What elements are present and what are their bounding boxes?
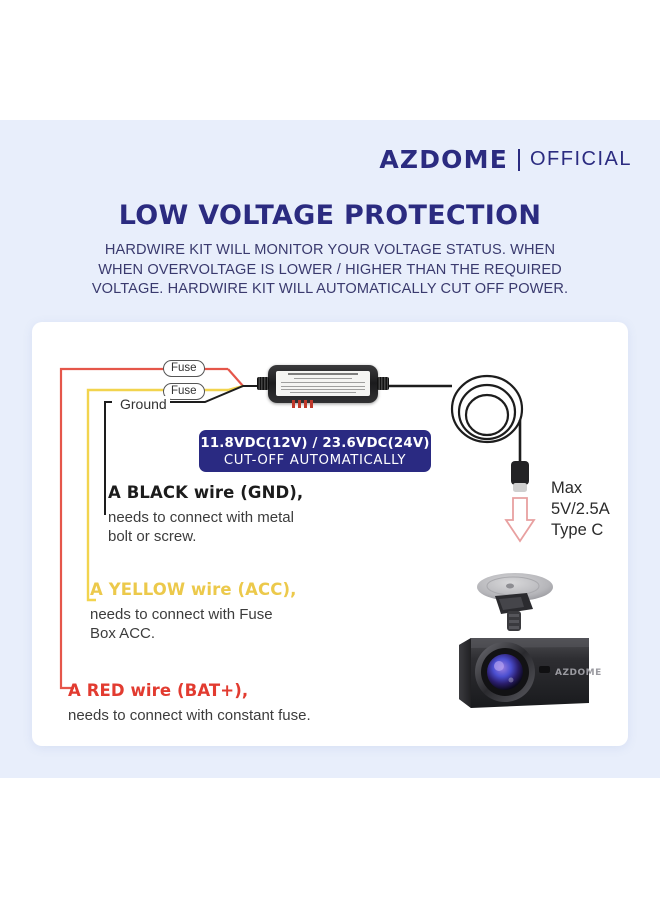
cable-coil-middle (457, 383, 517, 441)
dashcam-body-side (459, 638, 471, 708)
voltage-cutoff-text: CUT-OFF AUTOMATICALLY (223, 453, 407, 468)
wire-info-yellow: A YELLOW wire (ACC), needs to connect wi… (90, 580, 296, 643)
usb-c-tip (513, 483, 527, 492)
fuse-label-red: Fuse (163, 360, 205, 377)
description-line-1: HARDWIRE KIT WILL MONITOR YOUR VOLTAGE S… (104, 242, 556, 258)
brand-divider (517, 148, 520, 171)
power-direction-arrow-icon (504, 497, 536, 543)
yellow-wire-path (86, 388, 228, 602)
wire-title-black: A BLACK wire (GND), (108, 483, 304, 502)
cable-coil-outer (450, 374, 524, 444)
azdome-logo: AZDOME (379, 145, 508, 174)
ir-sensor (539, 666, 550, 673)
suction-cup-center (506, 583, 514, 589)
wire-desc-black-line1: needs to connect with metal (108, 509, 294, 526)
cable-grommet-right (377, 377, 389, 390)
dashcam-top-highlight (471, 638, 589, 648)
wire-info-black: A BLACK wire (GND), needs to connect wit… (108, 483, 303, 546)
dashcam-product-image: AZDOME (459, 573, 602, 708)
ground-label: Ground (117, 396, 170, 412)
suction-cup (477, 573, 553, 601)
module-pins (292, 400, 313, 408)
lens-reflection (494, 661, 504, 671)
wire-desc-red: needs to connect with constant fuse. (68, 706, 311, 725)
description-line-3: VOLTAGE. HARDWIRE KIT WILL AUTOMATICALLY… (91, 281, 569, 297)
voltage-values: 11.8VDC(12V) / 23.6VDC(24V) (200, 436, 430, 451)
wire-title-yellow: A YELLOW wire (ACC), (90, 580, 297, 599)
usb-spec-label: Max 5V/2.5A Type C (551, 478, 610, 541)
voltage-cutoff-badge: 11.8VDC(12V) / 23.6VDC(24V) CUT-OFF AUTO… (199, 430, 431, 472)
mount-bracket-face (499, 597, 524, 610)
wire-desc-black: needs to connect with metal bolt or scre… (108, 508, 303, 546)
brand-header: AZDOME OFFICIAL (379, 145, 632, 174)
description-line-2: WHEN OVERVOLTAGE IS LOWER / HIGHER THAN … (98, 261, 562, 278)
usb-c-connector (511, 461, 529, 485)
wire-title-red: A RED wire (BAT+), (68, 681, 249, 700)
red-wire-join (227, 368, 244, 387)
official-label: OFFICIAL (529, 148, 632, 170)
ground-wire-path (165, 385, 262, 403)
page-title: LOW VOLTAGE PROTECTION (118, 200, 542, 231)
wire-desc-yellow-line2: Box ACC. (90, 625, 156, 642)
fuse-label-yellow: Fuse (163, 383, 205, 400)
module-spec-label (276, 371, 370, 396)
wire-desc-red-line1: needs to connect with constant fuse. (68, 707, 311, 724)
ground-wire-elbow (104, 401, 112, 412)
dashcam-brand-mark: AZDOME (555, 668, 602, 678)
wire-desc-yellow-line1: needs to connect with Fuse (90, 606, 273, 623)
wire-info-red: A RED wire (BAT+), needs to connect with… (68, 681, 311, 725)
usb-spec-type: Type C (551, 521, 604, 539)
wire-desc-yellow: needs to connect with Fuse Box ACC. (90, 605, 296, 643)
usb-spec-max: Max (551, 479, 583, 497)
red-wire-path (59, 367, 228, 690)
page-description: HARDWIRE KIT WILL MONITOR YOUR VOLTAGE S… (30, 241, 630, 300)
usb-spec-current: 5V/2.5A (551, 500, 610, 518)
hardwire-kit-module (257, 365, 389, 408)
cable-coil-inner (464, 393, 510, 437)
wire-desc-black-line2: bolt or screw. (108, 528, 197, 545)
camera-lens (487, 654, 523, 690)
cable-grommet-left (257, 377, 269, 390)
